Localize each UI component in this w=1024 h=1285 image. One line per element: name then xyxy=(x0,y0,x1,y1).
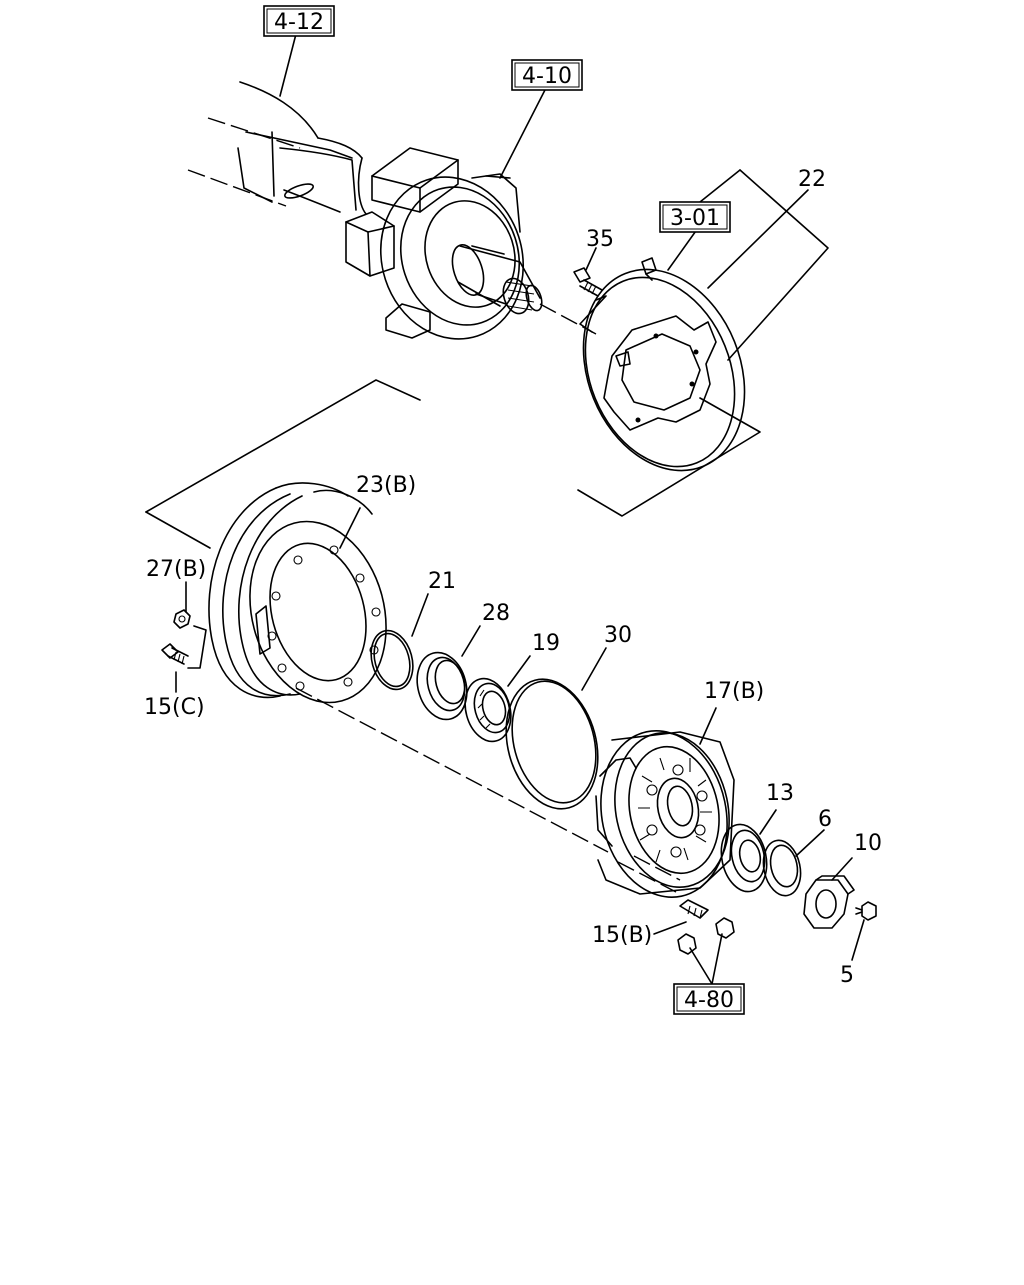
part-label-19: 19 xyxy=(532,631,560,656)
part-label-13: 13 xyxy=(766,781,794,806)
hub-carrier xyxy=(345,147,597,340)
leader-lines xyxy=(145,33,865,985)
ref-3-01-label: 3-01 xyxy=(670,206,720,231)
snap-ring-21 xyxy=(370,629,414,691)
backing-plate xyxy=(582,268,746,472)
brake-drum xyxy=(208,482,387,704)
part-label-15c: 15(C) xyxy=(144,695,205,720)
ref-4-10-label: 4-10 xyxy=(522,64,572,89)
ref-4-12-label: 4-12 xyxy=(274,10,324,35)
ref-4-10[interactable]: 4-10 xyxy=(511,59,583,91)
o-ring-30 xyxy=(505,678,599,810)
lock-nut-10 xyxy=(803,875,855,929)
part-label-27b: 27(B) xyxy=(146,557,206,582)
part-label-15b: 15(B) xyxy=(592,923,652,948)
part-label-17b: 17(B) xyxy=(704,679,764,704)
wheel-nuts xyxy=(677,917,735,955)
axle-housing xyxy=(187,81,367,215)
part-label-28: 28 xyxy=(482,601,510,626)
ref-4-80-label: 4-80 xyxy=(684,988,734,1013)
part-label-23b: 23(B) xyxy=(356,473,416,498)
bolt-35 xyxy=(573,267,603,297)
part-label-22: 22 xyxy=(798,167,826,192)
part-label-30: 30 xyxy=(604,623,632,648)
stud-15b xyxy=(679,899,709,919)
bearing-19 xyxy=(464,677,512,743)
part-label-6: 6 xyxy=(818,807,832,832)
part-label-21: 21 xyxy=(428,569,456,594)
washer-6 xyxy=(762,839,802,897)
ref-4-12[interactable]: 4-12 xyxy=(263,5,335,37)
part-label-5: 5 xyxy=(840,963,854,988)
stud-15c xyxy=(161,643,189,665)
part-label-10: 10 xyxy=(854,831,882,856)
part-label-35: 35 xyxy=(586,227,614,252)
ref-4-80[interactable]: 4-80 xyxy=(673,983,745,1015)
ref-3-01[interactable]: 3-01 xyxy=(659,201,731,233)
wheel-hub xyxy=(595,730,735,898)
seal-28 xyxy=(416,651,468,721)
nut-27b xyxy=(173,609,191,629)
screw-5 xyxy=(855,901,877,921)
